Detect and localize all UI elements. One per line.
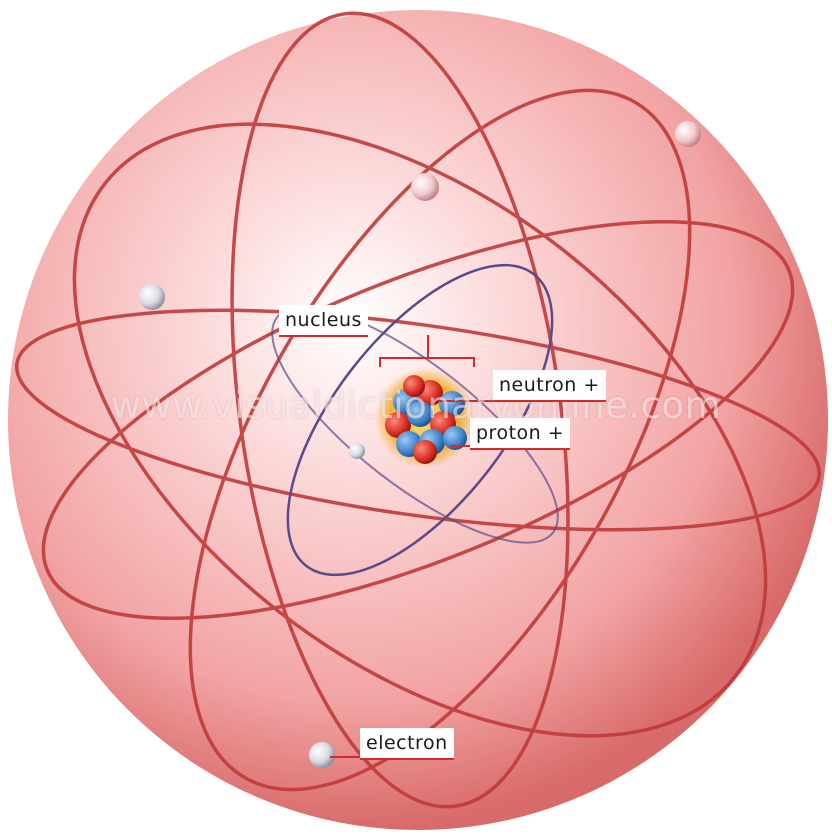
electron-sphere-icon — [349, 443, 365, 459]
label-electron: electron — [360, 728, 454, 760]
electron-sphere-icon — [411, 173, 439, 201]
electron-sphere-icon — [309, 742, 335, 768]
label-neutron: neutron + — [493, 370, 606, 402]
label-nucleus: nucleus — [279, 305, 368, 337]
watermark-text: www.visualdictionaryonline.com — [0, 384, 832, 427]
label-proton: proton + — [470, 418, 570, 450]
electron-sphere-icon — [675, 121, 701, 147]
electron-sphere-icon — [139, 284, 165, 310]
